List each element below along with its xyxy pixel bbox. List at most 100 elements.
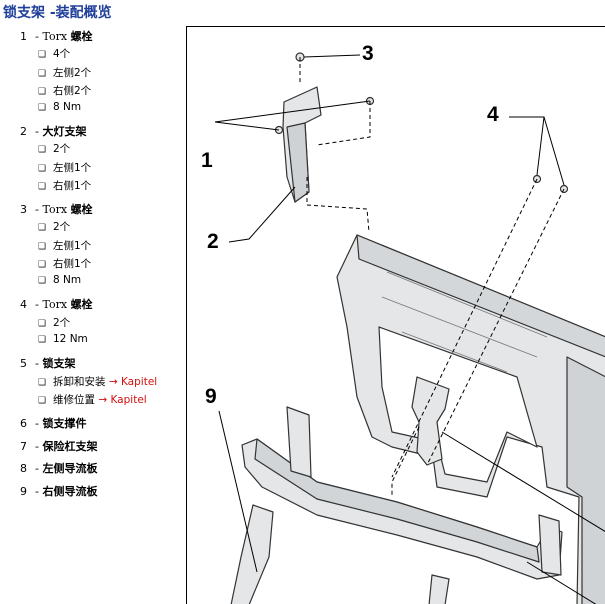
- part-number: 9: [20, 485, 27, 498]
- frame-right-pillar: [566, 356, 605, 604]
- frame-top-rail: [356, 234, 605, 358]
- part-detail: ❑ 左侧1个: [38, 238, 91, 253]
- detail-text: 右侧1个: [53, 258, 92, 270]
- leader-2: [228, 186, 296, 243]
- part-name-prefix: Torx: [42, 30, 68, 43]
- detail-text: 右侧1个: [53, 180, 92, 192]
- detail-text: 左侧1个: [53, 162, 92, 174]
- checkbox-icon: ❑: [38, 319, 47, 329]
- part-detail: ❑ 8 Nm: [38, 274, 81, 286]
- part-name: 螺栓: [70, 298, 93, 311]
- checkbox-icon: ❑: [38, 87, 47, 97]
- part-number: 6: [20, 417, 27, 430]
- leader-4: [509, 116, 565, 186]
- checkbox-icon: ❑: [38, 378, 47, 388]
- part-name: 保险杠支架: [42, 440, 98, 453]
- callout-4: 4: [487, 103, 499, 126]
- part-dash: -: [35, 125, 39, 138]
- part-dash: -: [35, 357, 39, 370]
- detail-text: 2个: [53, 221, 71, 233]
- checkbox-icon: ❑: [38, 145, 47, 155]
- part-detail: ❑ 2个: [38, 315, 70, 330]
- air-deflector-right: [428, 574, 450, 604]
- part-item-4: 4- Torx 螺栓: [20, 296, 93, 312]
- detail-text: 8 Nm: [53, 101, 82, 113]
- leader-1: [214, 100, 371, 131]
- detail-text: 2个: [53, 317, 71, 329]
- part-item-2: 2- 大灯支架: [20, 123, 86, 139]
- checkbox-icon: ❑: [38, 164, 47, 174]
- kapitel-link-service-position[interactable]: → Kapitel: [98, 394, 147, 406]
- part-detail: ❑ 8 Nm: [38, 101, 81, 113]
- part-dash: -: [35, 30, 39, 43]
- part-item-6: 6- 锁支撑件: [20, 415, 86, 431]
- part-number: 1: [20, 30, 27, 43]
- checkbox-icon: ❑: [38, 223, 47, 233]
- checkbox-icon: ❑: [38, 50, 47, 60]
- part-item-8: 8- 左侧导流板: [20, 460, 97, 476]
- part-item-7: 7- 保险杠支架: [20, 438, 97, 454]
- callout-9: 9: [205, 385, 217, 408]
- checkbox-icon: ❑: [38, 69, 47, 79]
- part-item-5: 5- 锁支架: [20, 355, 75, 371]
- part-number: 3: [20, 203, 27, 216]
- detail-text: 拆卸和安装: [53, 376, 106, 388]
- detail-text: 8 Nm: [53, 274, 82, 286]
- part-item-9: 9- 右侧导流板: [20, 483, 97, 499]
- part-name-prefix: Torx: [42, 298, 68, 311]
- checkbox-icon: ❑: [38, 182, 47, 192]
- exploded-view-diagram: 1 2 3 4 9: [186, 26, 605, 604]
- part-detail: ❑ 右侧2个: [38, 83, 91, 98]
- part-number: 5: [20, 357, 27, 370]
- checkbox-icon: ❑: [38, 396, 47, 406]
- part-dash: -: [35, 417, 39, 430]
- detail-text: 左侧2个: [53, 67, 92, 79]
- part-dash: -: [35, 485, 39, 498]
- bumper-mount-right: [538, 514, 562, 576]
- leader-3: [303, 54, 361, 58]
- part-number: 7: [20, 440, 27, 453]
- part-name: 锁支架: [42, 357, 76, 370]
- lock-support-bracket: [411, 376, 450, 466]
- part-item-3: 3- Torx 螺栓: [20, 201, 93, 217]
- checkbox-icon: ❑: [38, 335, 47, 345]
- part-detail: ❑维修位置 → Kapitel: [38, 392, 147, 407]
- air-deflector-left: [230, 504, 274, 604]
- detail-text: 4个: [53, 48, 71, 60]
- detail-text: 右侧2个: [53, 85, 92, 97]
- part-item-1: 1- Torx 螺栓: [20, 28, 93, 44]
- page-title: 锁支架 -装配概览: [3, 5, 112, 21]
- part-name: 锁支撑件: [42, 417, 87, 430]
- callout-1: 1: [201, 149, 213, 172]
- bumper-mount-left: [286, 406, 312, 478]
- leader-8: [526, 561, 597, 604]
- kapitel-link-removal[interactable]: → Kapitel: [108, 376, 158, 388]
- part-name: 螺栓: [70, 203, 93, 216]
- part-detail: ❑12 Nm: [38, 333, 88, 345]
- part-number: 2: [20, 125, 27, 138]
- diagram-drawing: [214, 52, 605, 604]
- part-name: 螺栓: [70, 30, 93, 43]
- checkbox-icon: ❑: [38, 260, 47, 270]
- leader-9: [218, 410, 258, 573]
- checkbox-icon: ❑: [38, 103, 47, 113]
- checkbox-icon: ❑: [38, 242, 47, 252]
- part-detail: ❑ 右侧1个: [38, 256, 91, 271]
- part-detail: ❑ 4个: [38, 46, 70, 61]
- part-detail: ❑ 2个: [38, 141, 70, 156]
- part-dash: -: [35, 462, 39, 475]
- part-name: 左侧导流板: [42, 462, 98, 475]
- part-dash: -: [35, 440, 39, 453]
- part-name-prefix: Torx: [42, 203, 68, 216]
- part-detail: ❑ 左侧1个: [38, 160, 91, 175]
- leader-5: [441, 431, 605, 532]
- detail-text: 左侧1个: [53, 240, 92, 252]
- callout-2: 2: [207, 230, 219, 253]
- part-dash: -: [35, 203, 39, 216]
- detail-text: 2个: [53, 143, 71, 155]
- part-detail: ❑ 左侧2个: [38, 65, 91, 80]
- part-name: 右侧导流板: [42, 485, 98, 498]
- part-number: 4: [20, 298, 27, 311]
- part-detail: ❑ 右侧1个: [38, 178, 91, 193]
- checkbox-icon: ❑: [38, 276, 47, 286]
